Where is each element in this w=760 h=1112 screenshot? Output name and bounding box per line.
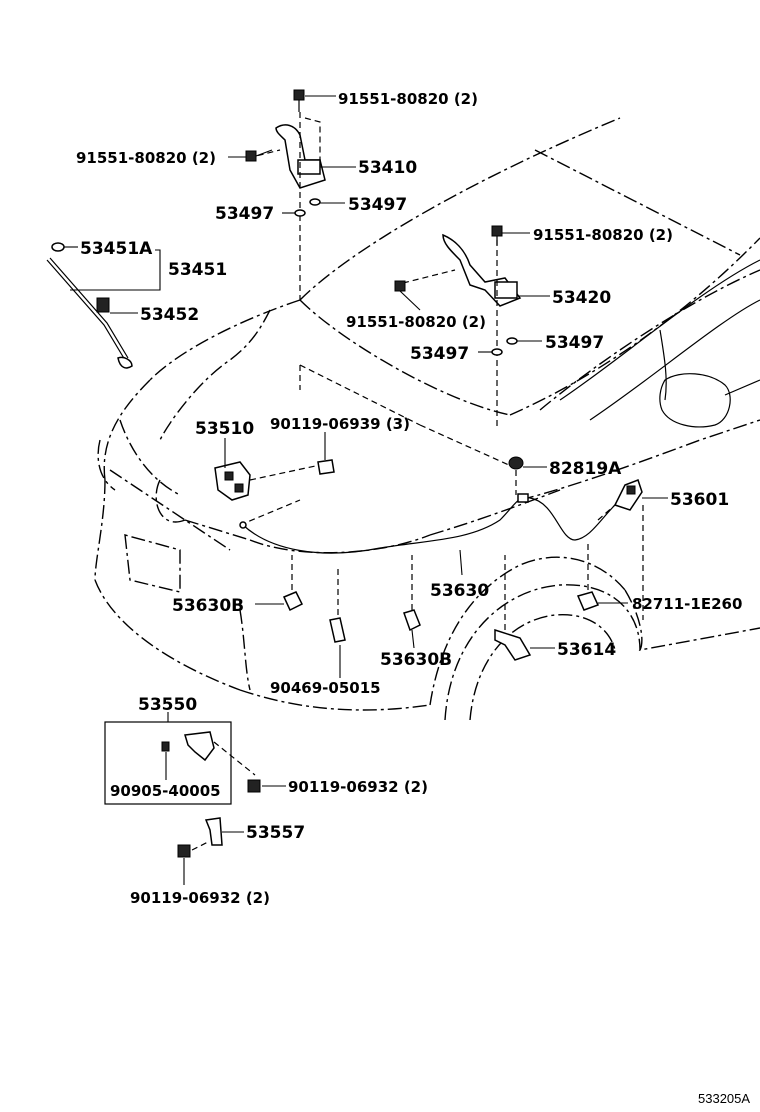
- label-washer-c: 53497: [410, 344, 469, 364]
- label-support-bolt: 90119-06932 (2): [130, 889, 270, 907]
- label-stay-end: 53451A: [80, 239, 153, 259]
- label-hook-assy: 53550: [138, 695, 197, 715]
- label-bolt-right-low: 91551-80820 (2): [346, 313, 486, 331]
- label-washer-a: 53497: [215, 204, 274, 224]
- label-stay-clip: 53452: [140, 305, 199, 325]
- label-cable: 53630: [430, 581, 489, 601]
- label-stay: 53451: [168, 260, 227, 280]
- label-hinge-rh: 53420: [552, 288, 611, 308]
- label-bolt-right-top: 91551-80820 (2): [533, 226, 673, 244]
- leader-lines: [64, 95, 668, 885]
- hood-hinge-lh: [247, 112, 326, 300]
- support-bracket: [177, 817, 223, 858]
- label-bolt-top: 91551-80820 (2): [338, 90, 478, 108]
- figure-code: 533205A: [698, 1091, 750, 1106]
- label-washer-d: 53497: [545, 333, 604, 353]
- label-bolt-left: 91551-80820 (2): [76, 149, 216, 167]
- label-hook-bolt: 90119-06932 (2): [288, 778, 428, 796]
- label-clamp-b-mid: 53630B: [380, 650, 452, 670]
- label-bracket: 53614: [557, 640, 616, 660]
- label-clip-90469: 90469-05015: [270, 679, 381, 697]
- bolt-icon: [245, 89, 321, 217]
- label-grommet: 82819A: [549, 459, 622, 479]
- label-washer-b: 53497: [348, 195, 407, 215]
- release-lever: [597, 479, 644, 620]
- car-body-outline: [94, 117, 760, 721]
- cable-clamp-icon: [282, 540, 600, 632]
- label-hook-screw: 90905-40005: [110, 782, 221, 800]
- bracket-icon: [494, 555, 532, 661]
- hood-release-cable: [239, 493, 616, 554]
- stay-bracket-line: [70, 249, 161, 291]
- label-lever: 53601: [670, 490, 729, 510]
- label-lock: 53510: [195, 419, 254, 439]
- label-clamp-b-left: 53630B: [172, 596, 244, 616]
- grommet-icon: [508, 456, 524, 495]
- label-bolt-lock: 90119-06939 (3): [270, 415, 410, 433]
- label-support: 53557: [246, 823, 305, 843]
- hood-hinge-rh: [402, 233, 522, 430]
- hook-assy-box: [104, 721, 261, 805]
- label-clip-82711: 82711-1E260: [632, 595, 742, 613]
- clip-icon: [329, 565, 346, 643]
- hood-lock: [214, 459, 335, 501]
- bolt-icon: [394, 225, 518, 356]
- label-hinge-lh: 53410: [358, 158, 417, 178]
- hood-support-rod: [46, 242, 133, 369]
